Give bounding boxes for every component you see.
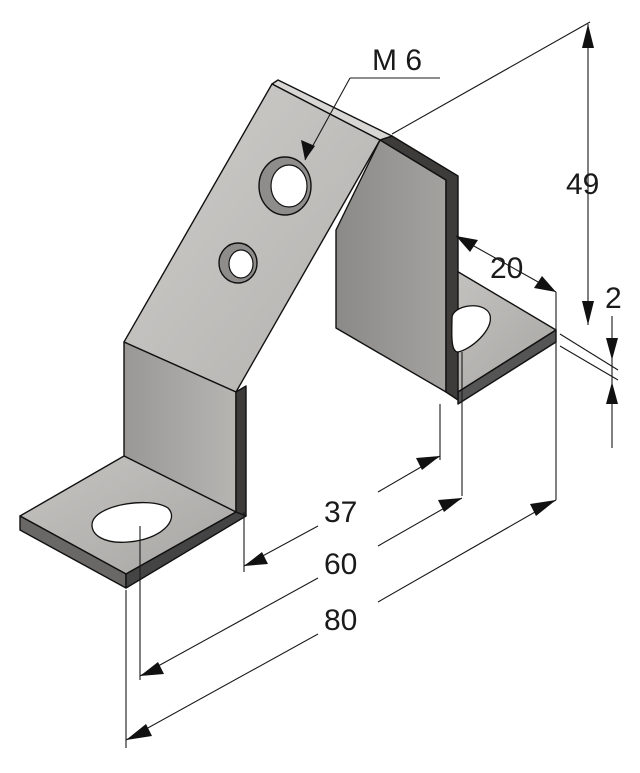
inner-span-dimension-label: 37	[324, 496, 357, 529]
bracket-body	[19, 79, 557, 589]
m6-thread-label: M 6	[372, 44, 422, 77]
small-hole	[218, 242, 258, 284]
right-slot	[451, 305, 491, 353]
width-dimension-label: 20	[490, 252, 523, 285]
height-dimension-label: 49	[566, 168, 599, 201]
overall-length-dimension-label: 80	[324, 604, 357, 637]
hole-span-dimension-label: 60	[324, 548, 357, 581]
left-slot	[91, 502, 173, 543]
left-flange-edge-right	[125, 511, 247, 589]
m6-hole	[258, 156, 312, 216]
thickness-dimension-label: 2	[605, 282, 622, 315]
left-wall-thickness	[235, 385, 247, 517]
dimension-lines	[125, 21, 619, 748]
